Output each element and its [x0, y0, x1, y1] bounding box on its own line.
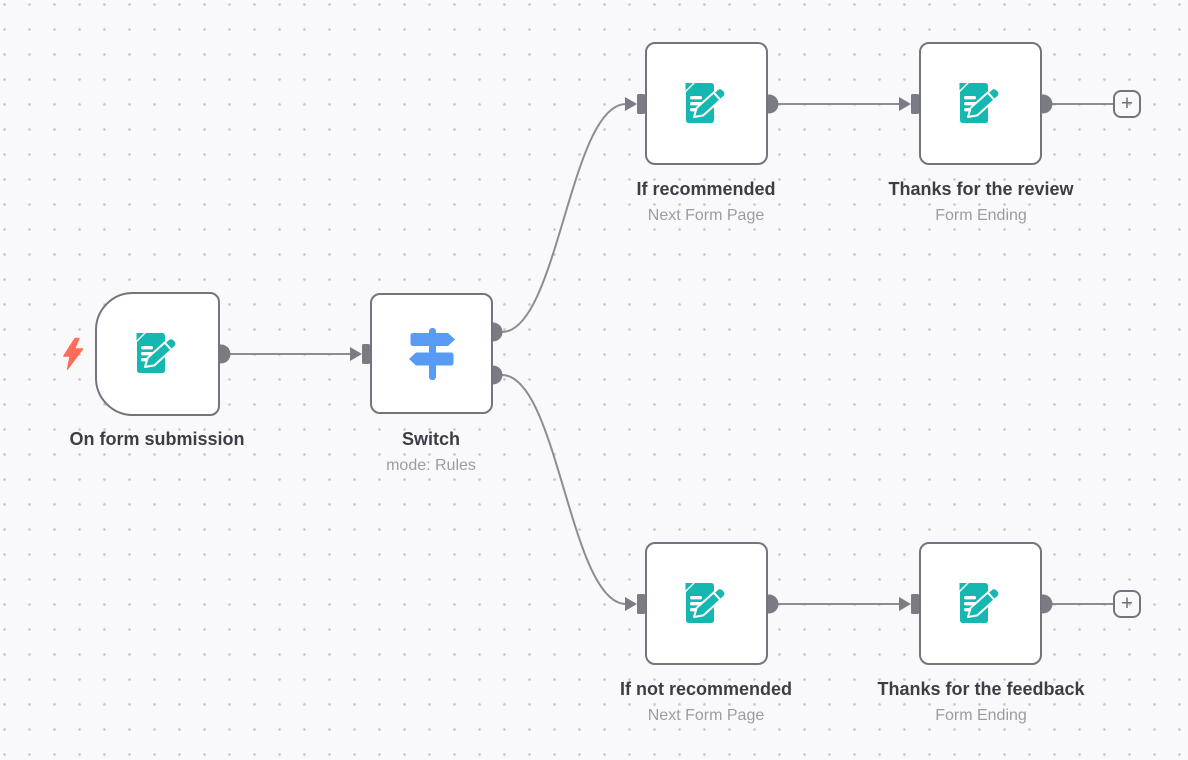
node-title: Thanks for the feedback: [877, 679, 1085, 699]
node-thanks-for-the-feedback[interactable]: [919, 542, 1042, 665]
node-title: If recommended: [636, 179, 776, 199]
node-if-recommended[interactable]: [645, 42, 768, 165]
node-label-switch: Switch mode: Rules: [386, 428, 476, 476]
node-subtitle: Next Form Page: [647, 707, 765, 724]
input-port-thanks-review: [911, 94, 919, 114]
form-document-pencil-icon: [955, 581, 1007, 627]
connection-switch-to-if-not-recommended: [501, 374, 627, 605]
connection-arrow-icon: [625, 597, 637, 611]
add-node-button[interactable]: +: [1113, 590, 1141, 618]
node-on-form-submission[interactable]: [95, 292, 220, 416]
node-subtitle: Next Form Page: [647, 207, 765, 224]
node-subtitle: mode: Rules: [386, 457, 476, 474]
plus-icon: +: [1120, 91, 1134, 115]
connection-switch-to-if-recommended: [501, 103, 627, 333]
node-label-if-recommended: If recommended Next Form Page: [636, 178, 775, 226]
node-title: If not recommended: [619, 679, 793, 699]
form-document-pencil-icon: [681, 81, 733, 127]
input-port-if-recommended: [637, 94, 645, 114]
input-port-switch: [362, 344, 370, 364]
node-label-if-not-recommended: If not recommended Next Form Page: [620, 678, 792, 726]
connection-arrow-icon: [899, 597, 911, 611]
node-title: Thanks for the review: [888, 179, 1074, 199]
node-subtitle: Form Ending: [935, 707, 1027, 724]
node-label-on-form-submission: On form submission: [69, 428, 244, 450]
add-node-button[interactable]: +: [1113, 90, 1141, 118]
input-port-thanks-feedback: [911, 594, 919, 614]
lightning-bolt-icon: [63, 337, 84, 370]
input-port-if-not-recommended: [637, 594, 645, 614]
signpost-icon: [405, 328, 459, 380]
node-title: Switch: [401, 429, 461, 449]
node-thanks-for-the-review[interactable]: [919, 42, 1042, 165]
node-title: On form submission: [69, 429, 245, 449]
connection-arrow-icon: [625, 97, 637, 111]
connection-arrow-icon: [350, 347, 362, 361]
form-document-pencil-icon: [681, 581, 733, 627]
plus-icon: +: [1120, 591, 1134, 615]
node-switch[interactable]: [370, 293, 493, 414]
form-document-pencil-icon: [132, 331, 184, 377]
node-subtitle: Form Ending: [935, 207, 1027, 224]
node-if-not-recommended[interactable]: [645, 542, 768, 665]
connection-arrow-icon: [899, 97, 911, 111]
node-label-thanks-for-the-feedback: Thanks for the feedback Form Ending: [877, 678, 1084, 726]
form-document-pencil-icon: [955, 81, 1007, 127]
node-label-thanks-for-the-review: Thanks for the review Form Ending: [888, 178, 1073, 226]
